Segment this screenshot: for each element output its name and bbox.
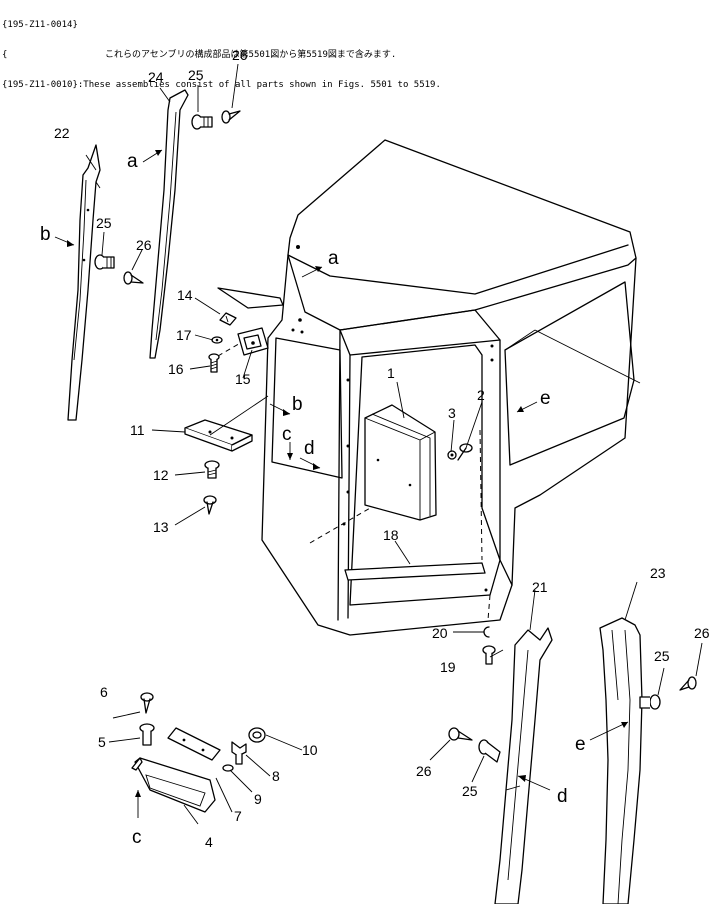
pillar-cover-23 <box>599 617 643 904</box>
cab-left-side <box>261 254 637 636</box>
cab-right-window <box>504 281 635 466</box>
callout-4: 4 <box>205 834 213 850</box>
callout-26-upper: 26 <box>232 47 248 63</box>
ref-c-cover: c <box>132 827 142 848</box>
figure-header: {195-Z11-0014} { これらのアセンブリの構成部品は第5501図から… <box>2 0 717 100</box>
screw-26b <box>123 271 144 285</box>
cab-right-window-sill <box>504 329 641 384</box>
cab-front-pillar-left <box>337 329 341 621</box>
screw-6 <box>140 692 154 714</box>
pillar-cover-22 <box>67 144 101 421</box>
cab-body <box>261 139 641 636</box>
callout-2: 2 <box>477 387 485 403</box>
callout-10: 10 <box>302 742 318 758</box>
ref-a-roof: a <box>328 248 339 269</box>
reference-letters: a a b b c c d d e e <box>40 151 586 848</box>
callout-15: 15 <box>235 371 251 387</box>
callout-1: 1 <box>387 365 395 381</box>
cab-roof-edge <box>287 244 629 295</box>
callout-26-left: 26 <box>136 237 152 253</box>
callout-26-lower: 26 <box>416 763 432 779</box>
screw-5 <box>139 723 155 746</box>
panel-1 <box>364 404 437 521</box>
cab-roof <box>287 139 637 331</box>
bottom-rail-18 <box>344 562 486 581</box>
bolt-12 <box>204 460 220 479</box>
header-japanese-note: { これらのアセンブリの構成部品は第5501図から第5519図まで含みます. <box>2 50 717 60</box>
callout-13: 13 <box>153 519 169 535</box>
callout-16: 16 <box>168 361 184 377</box>
callout-25-left: 25 <box>96 215 112 231</box>
pillar-cover-21 <box>494 627 553 904</box>
ref-e-cab: e <box>540 388 551 409</box>
pillar-cover-24 <box>149 89 189 359</box>
bolt-25a <box>191 114 213 130</box>
callout-18: 18 <box>383 527 399 543</box>
callout-6: 6 <box>100 684 108 700</box>
washer-9 <box>222 764 234 772</box>
screw-13 <box>203 495 217 515</box>
cover-4 <box>131 757 216 813</box>
header-english-note: {195-Z11-0010}:These assemblies consist … <box>2 80 441 90</box>
washer-17 <box>211 336 223 344</box>
ref-c-window: c <box>282 424 292 445</box>
bolt-25b <box>94 254 115 270</box>
cab-left-window <box>271 337 343 479</box>
ref-d-window: d <box>304 438 315 459</box>
header-brace: { <box>2 50 8 60</box>
header-japanese-text: これらのアセンブリの構成部品は第5501図から第5519図まで含みます. <box>104 50 397 60</box>
cab-roof-front-rim <box>339 309 501 356</box>
ref-arrows <box>54 149 629 818</box>
screw-26a <box>221 110 241 124</box>
callout-5: 5 <box>98 734 106 750</box>
callout-26-right: 26 <box>694 625 710 641</box>
screw-16 <box>208 353 220 373</box>
screw-26c <box>679 676 697 691</box>
callout-23: 23 <box>650 565 666 581</box>
grommet-10 <box>248 727 266 743</box>
plate-7 <box>167 727 221 761</box>
bracket-15 <box>237 327 269 356</box>
ref-a-pillar: a <box>127 151 138 172</box>
callout-21: 21 <box>532 579 548 595</box>
callout-22: 22 <box>54 125 70 141</box>
callout-3: 3 <box>448 405 456 421</box>
leader-lines <box>85 63 703 825</box>
ref-b-pillar: b <box>40 224 51 245</box>
clip-20 <box>483 626 490 638</box>
callout-12: 12 <box>153 467 169 483</box>
washer-3 <box>447 450 457 460</box>
callout-19: 19 <box>440 659 456 675</box>
ref-d-pillar: d <box>557 786 568 807</box>
plate-14 <box>217 287 284 326</box>
bracket-11 <box>184 419 253 452</box>
bolt-2 <box>457 443 473 461</box>
ref-b-window: b <box>292 394 303 415</box>
callout-17: 17 <box>176 327 192 343</box>
screw-26d <box>448 727 473 741</box>
callout-25-right: 25 <box>654 648 670 664</box>
callout-25-lower: 25 <box>462 783 478 799</box>
ref-e-pillar: e <box>575 734 586 755</box>
bolt-8 <box>231 741 247 765</box>
callout-14: 14 <box>177 287 193 303</box>
bolt-25d <box>478 739 501 763</box>
callout-20: 20 <box>432 625 448 641</box>
callout-11: 11 <box>130 422 145 438</box>
callout-8: 8 <box>272 768 280 784</box>
callout-9: 9 <box>254 791 262 807</box>
bolt-19 <box>482 645 496 665</box>
callout-labels: 1 2 3 4 5 6 7 8 9 10 11 12 13 14 15 16 1… <box>54 47 710 850</box>
callout-24: 24 <box>148 69 164 85</box>
cab-door-opening <box>349 344 501 606</box>
callout-25-upper: 25 <box>188 67 204 83</box>
callout-7: 7 <box>234 808 242 824</box>
header-part-number-1: {195-Z11-0014} <box>2 20 78 30</box>
bolt-25c <box>639 694 661 710</box>
